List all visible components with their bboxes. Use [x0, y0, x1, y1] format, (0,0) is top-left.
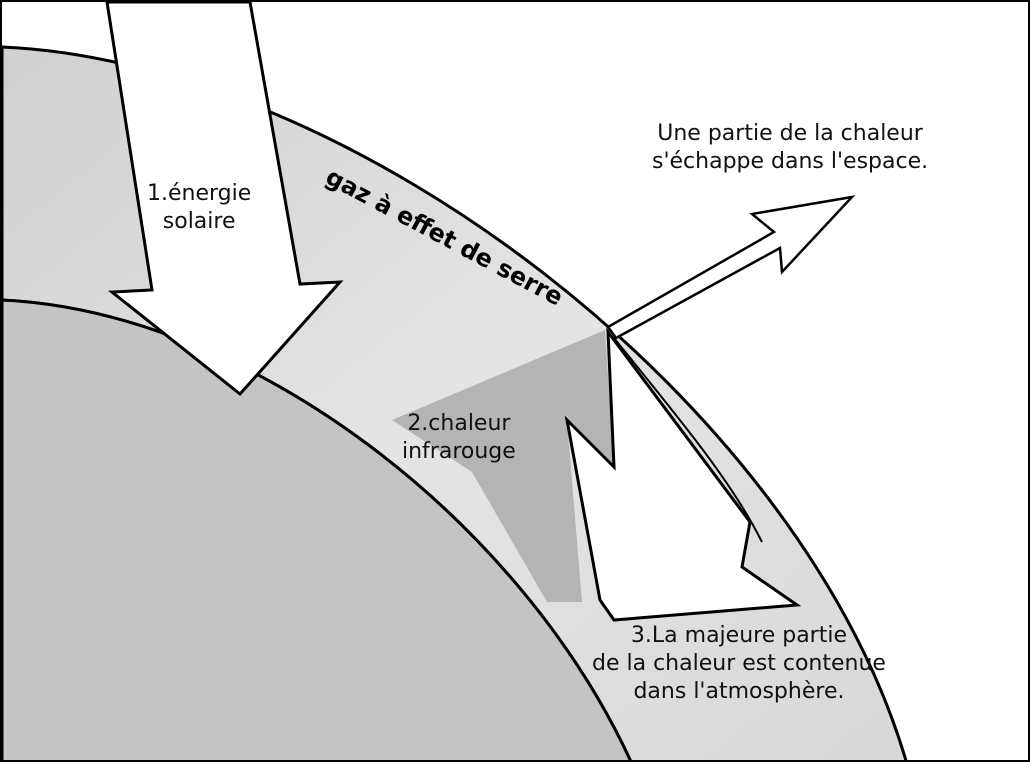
- infrared-heat-region: [392, 330, 614, 602]
- solar-energy-arrow: [105, 2, 344, 397]
- solar-energy-label: 1.énergie solaire: [147, 181, 252, 234]
- earth-surface: [2, 298, 632, 760]
- retained-heat-label: 3.La majeure partie de la chaleur est co…: [592, 623, 886, 704]
- escaping-heat-label: Une partie de la chaleur s'échappe dans …: [652, 121, 929, 174]
- escaping-heat-arrow: [606, 195, 856, 340]
- retained-heat-arrow: [564, 327, 802, 622]
- infrared-heat-label: 2.chaleur infrarouge: [402, 411, 516, 464]
- outer-atmosphere-edge-line: [613, 337, 763, 543]
